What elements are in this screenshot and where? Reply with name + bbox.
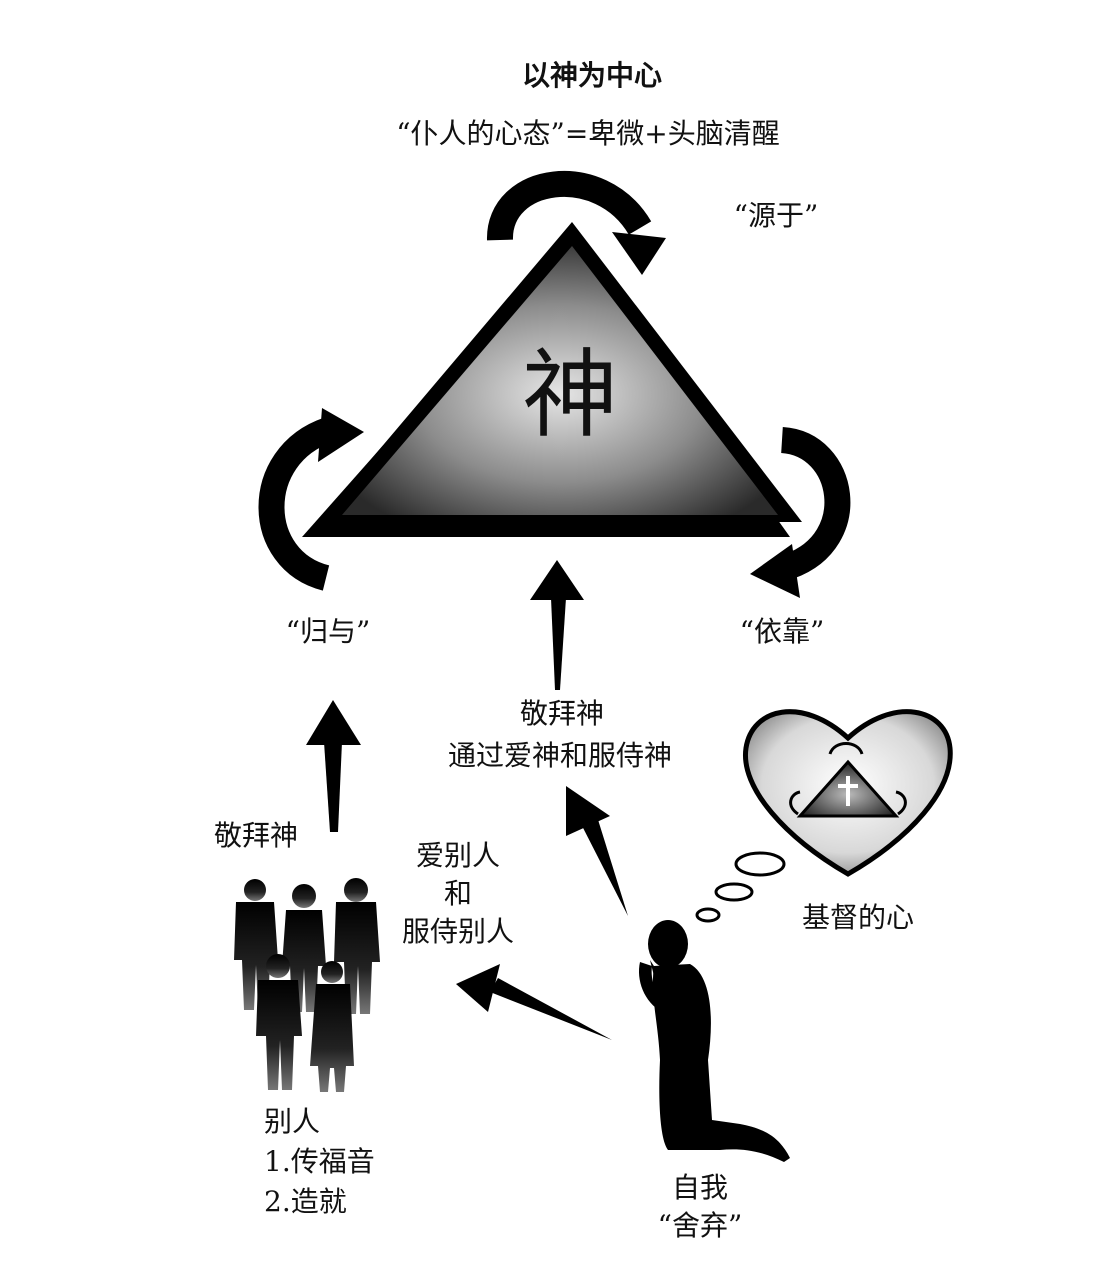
love-others-line2: 和: [443, 877, 473, 910]
curved-arrow-icon: [258, 408, 364, 591]
worship-center-line1: 敬拜神: [519, 697, 605, 730]
diagram-title: 以神为中心: [521, 59, 663, 92]
up-arrow-icon: [306, 700, 361, 832]
self-label: 自我: [671, 1171, 729, 1204]
people-group-icon: [234, 878, 380, 1092]
god-label: 神: [522, 339, 618, 451]
up-arrow-icon: [456, 964, 612, 1040]
worship-center-line2: 通过爱神和服侍神: [447, 739, 673, 772]
christ-heart-label: 基督的心: [801, 901, 915, 934]
others-item-2: 2.造就: [264, 1185, 347, 1218]
others-title: 别人: [264, 1105, 321, 1138]
diagram-subtitle: “仆人的心态”=卑微+头脑清醒: [396, 117, 780, 150]
rely-label: “依靠”: [739, 615, 825, 648]
surrender-label: “归与”: [285, 615, 371, 648]
others-item-1: 1.传福音: [264, 1145, 375, 1178]
god-triangle: [302, 222, 802, 537]
curved-arrow-icon: [487, 170, 666, 275]
up-arrow-icon: [566, 786, 628, 916]
up-arrow-icon: [530, 560, 584, 690]
worship-left-label: 敬拜神: [213, 819, 299, 852]
heart-icon: [743, 709, 953, 877]
cross-icon: [838, 776, 858, 806]
praying-man-icon: [638, 920, 790, 1162]
love-others-line3: 服侍别人: [401, 915, 515, 948]
curved-arrow-icon: [750, 427, 851, 598]
self-surrender-label: “舍弃”: [657, 1209, 743, 1242]
thought-bubble-icon: [695, 851, 786, 923]
source-label: “源于”: [733, 199, 819, 232]
love-others-line1: 爱别人: [415, 839, 501, 872]
